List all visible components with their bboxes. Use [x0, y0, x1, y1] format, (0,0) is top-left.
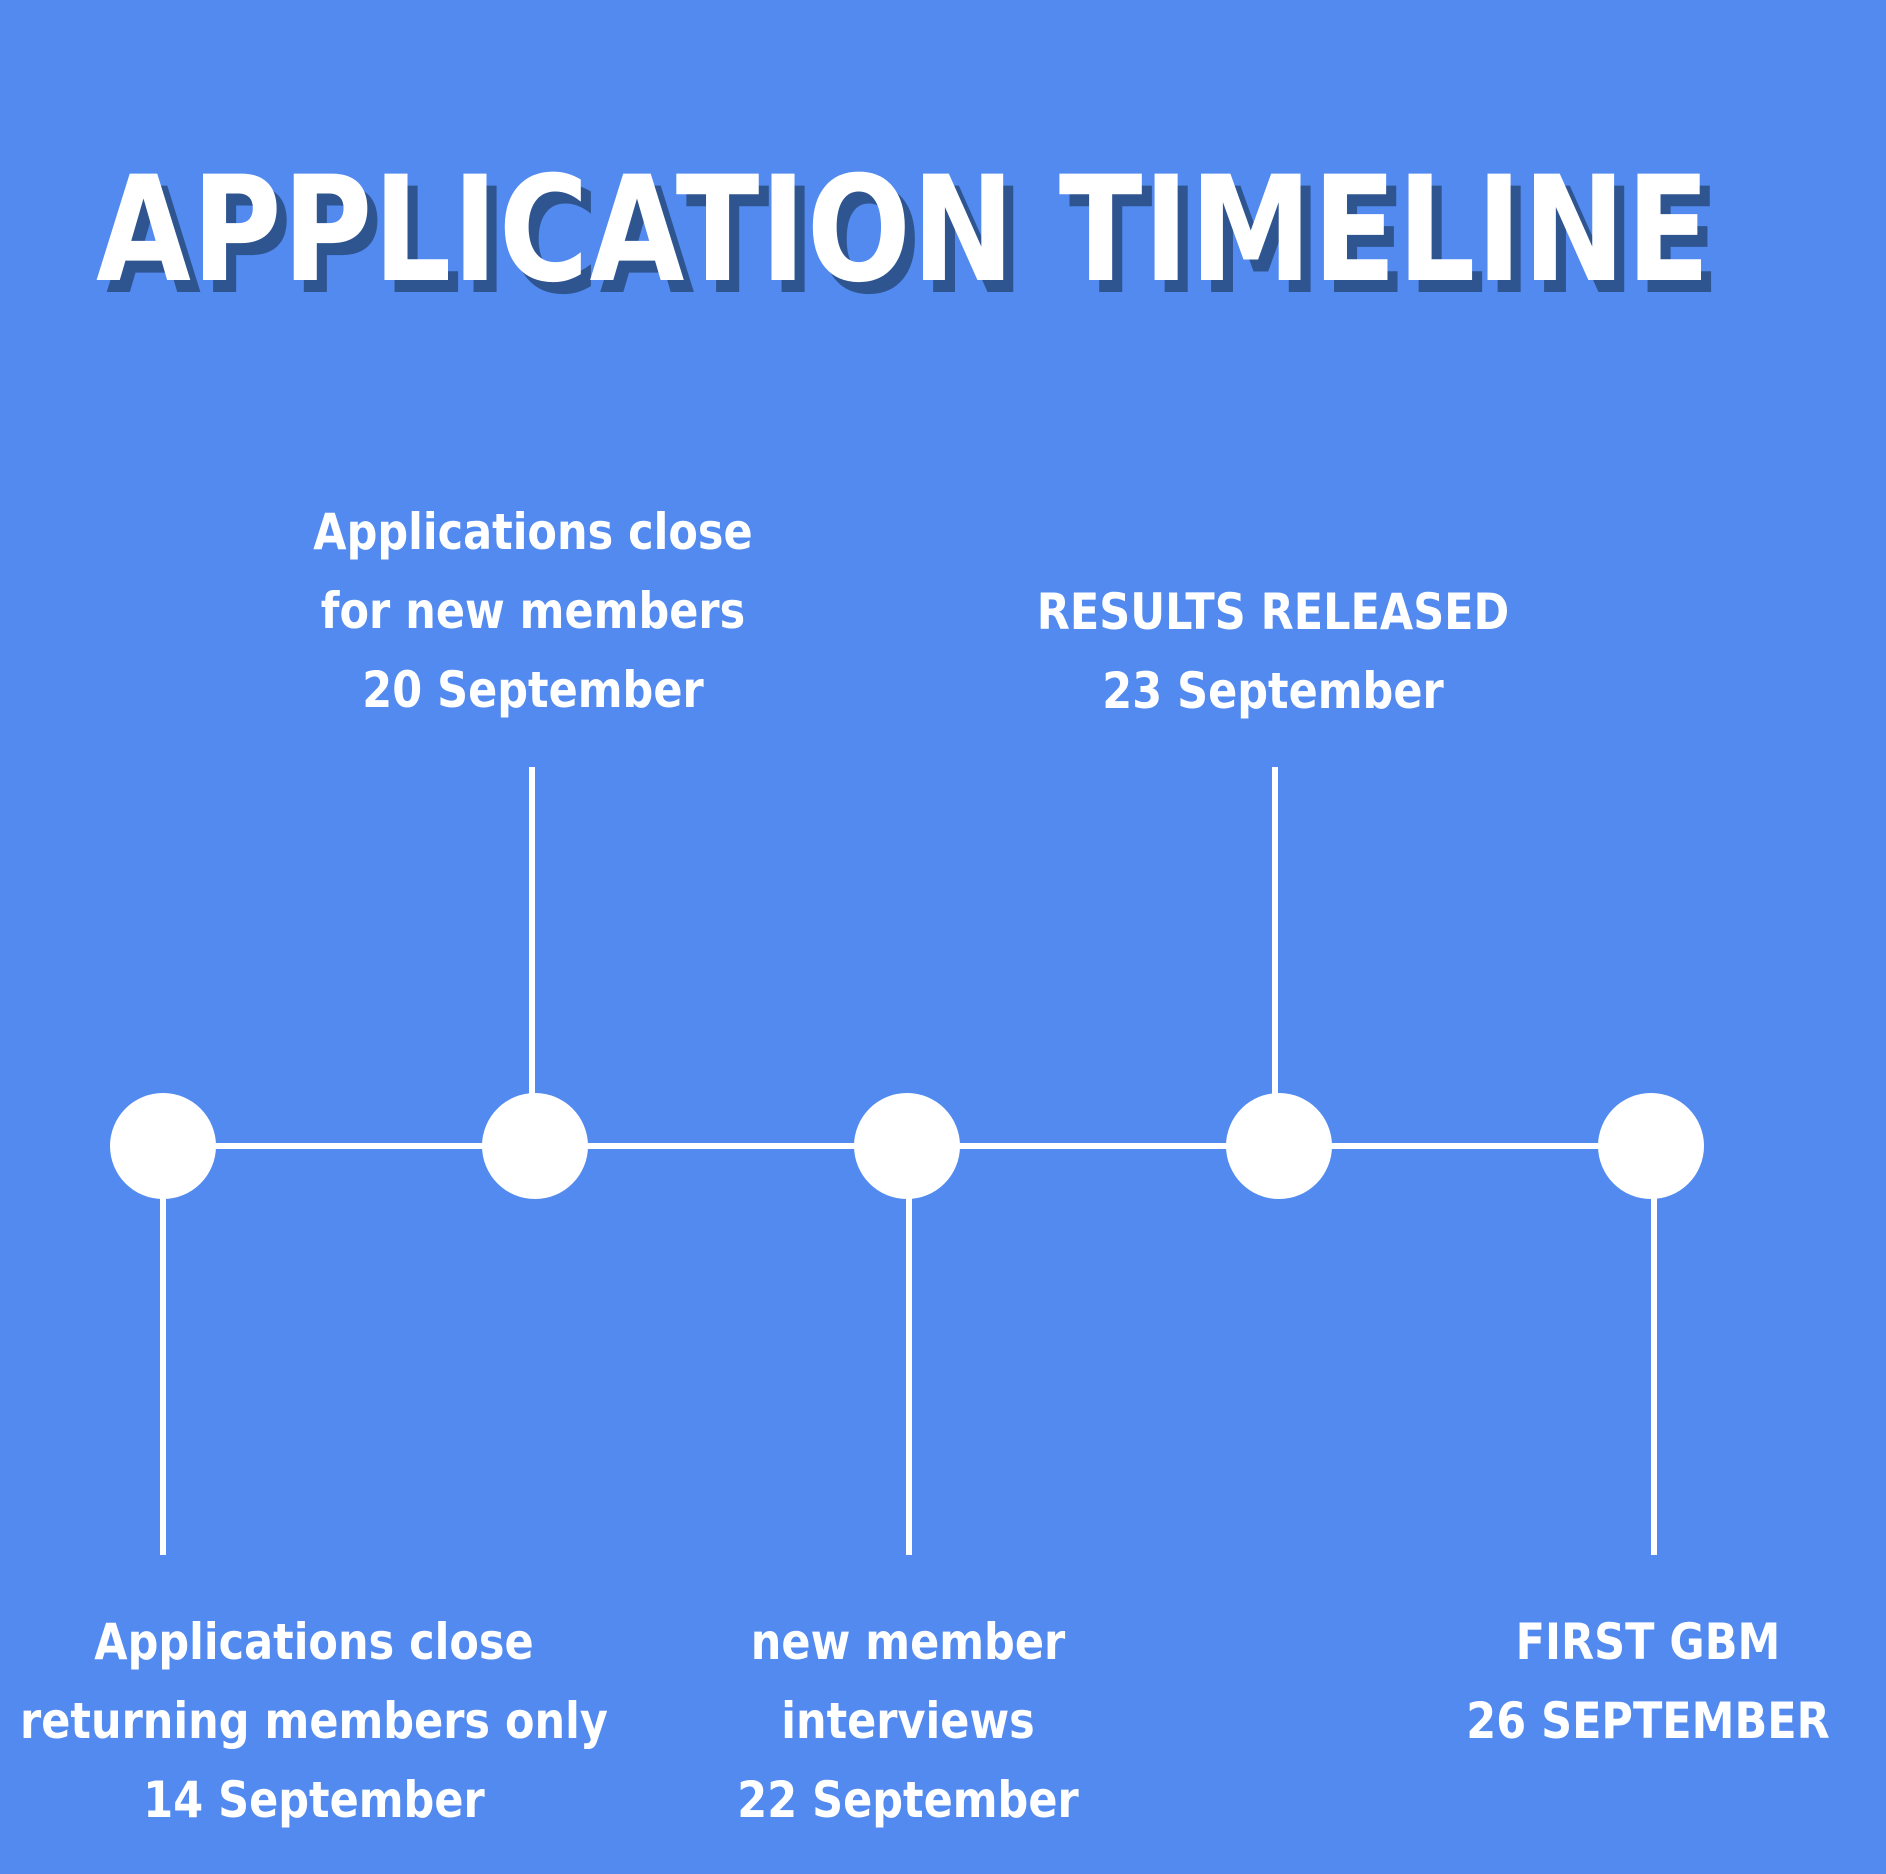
milestone-node-5 — [1598, 1093, 1704, 1199]
milestone-3-line2: interviews — [781, 1692, 1035, 1750]
milestone-label-3: new member interviews 22 September — [558, 1603, 1258, 1840]
milestone-5-date: 26 SEPTEMBER — [1466, 1692, 1830, 1750]
milestone-2-line1: Applications close — [313, 503, 753, 561]
milestone-1-line2: returning members only — [20, 1692, 608, 1750]
milestone-node-4 — [1226, 1093, 1332, 1199]
milestone-node-2 — [482, 1093, 588, 1199]
milestone-label-2: Applications close for new members 20 Se… — [183, 493, 883, 730]
milestone-1-line1: Applications close — [94, 1613, 534, 1671]
milestone-2-line2: for new members — [320, 582, 746, 640]
milestone-3-line1: new member — [750, 1613, 1066, 1671]
milestone-label-5: FIRST GBM 26 SEPTEMBER — [1298, 1603, 1886, 1761]
page-title: APPLICATION TIMELINE — [96, 145, 1711, 315]
milestone-node-3 — [854, 1093, 960, 1199]
milestone-node-1 — [110, 1093, 216, 1199]
milestone-1-date: 14 September — [143, 1771, 485, 1829]
milestone-4-date: 23 September — [1102, 662, 1444, 720]
milestone-4-line1: RESULTS RELEASED — [1036, 583, 1510, 641]
milestone-5-line1: FIRST GBM — [1515, 1613, 1781, 1671]
milestone-2-date: 20 September — [362, 661, 704, 719]
milestone-label-1: Applications close returning members onl… — [0, 1603, 664, 1840]
milestone-3-date: 22 September — [737, 1771, 1079, 1829]
milestone-label-4: RESULTS RELEASED 23 September — [923, 573, 1623, 731]
